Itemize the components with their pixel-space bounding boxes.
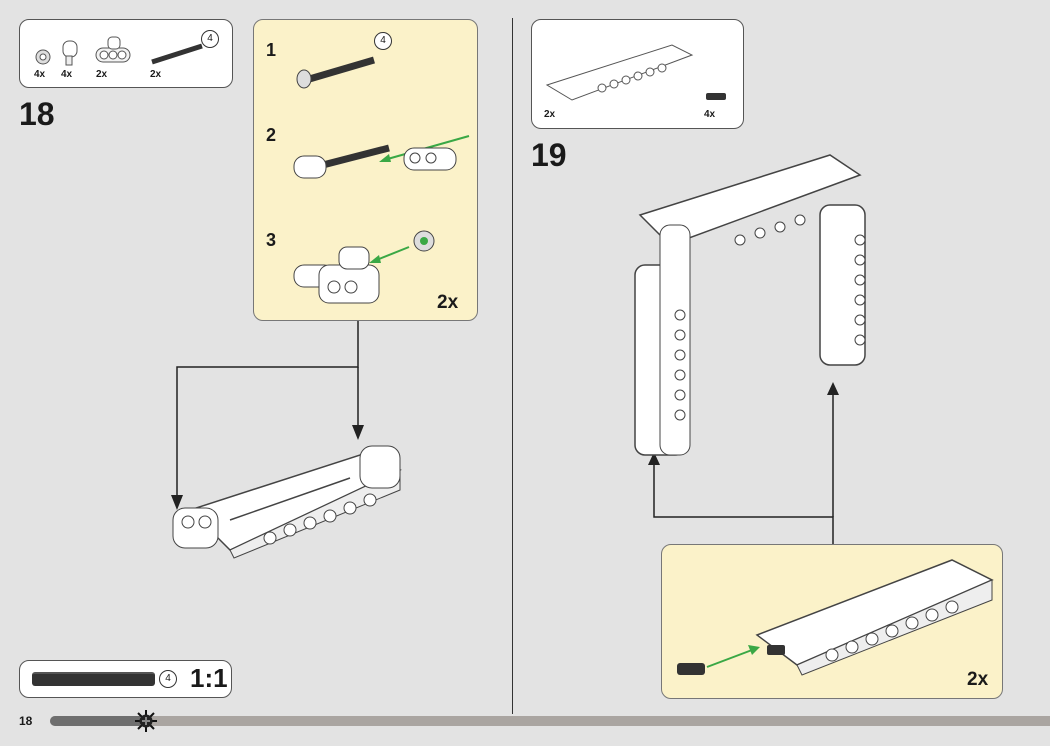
connector-assembly-illustration	[293, 230, 435, 304]
step-18-model-illustration	[172, 445, 402, 559]
step-number-19: 19	[531, 137, 567, 173]
pin-connector-part-icon	[95, 36, 131, 63]
page-number: 18	[19, 714, 33, 728]
parts-list-step-19: 2x 4x	[531, 19, 744, 129]
multiplier-label: 2x	[967, 669, 989, 690]
part-qty: 4x	[61, 69, 73, 80]
step-19-model-illustration	[634, 154, 866, 456]
axle-connector-illustration	[293, 135, 470, 179]
gear-progress-marker-icon	[135, 710, 157, 732]
subassembly-callout-19: 2x	[661, 544, 1003, 699]
progress-bar-fill	[50, 716, 140, 726]
progress-bar	[50, 716, 1050, 726]
substep-number: 1	[266, 40, 277, 60]
subassembly-callout: 1 2 3 4 2x	[253, 19, 478, 321]
scale-label: 1:1	[190, 663, 228, 693]
pin-part-icon	[706, 93, 726, 100]
part-qty: 4x	[704, 109, 716, 120]
scale-box: 4 1:1	[19, 660, 232, 698]
axle-part-icon	[151, 43, 203, 65]
panel-with-pins-illustration	[677, 559, 994, 676]
length-badge: 4	[374, 32, 392, 50]
parts-list-step-18: 4 4x 4x 2x 2x	[19, 19, 233, 88]
length-badge: 4	[159, 670, 177, 688]
angle-connector-part-icon	[62, 40, 78, 66]
axle-1to1-illustration	[32, 672, 155, 686]
part-qty: 2x	[96, 69, 108, 80]
panel-part-icon	[545, 44, 694, 101]
substep-number: 2	[266, 125, 277, 145]
part-qty: 2x	[544, 109, 556, 120]
length-badge: 4	[201, 30, 219, 48]
substep-number: 3	[266, 230, 277, 250]
axle-with-bushing-illustration	[296, 56, 375, 89]
bushing-part-icon	[35, 49, 51, 65]
part-qty: 4x	[34, 69, 46, 80]
part-qty: 2x	[150, 69, 162, 80]
step-number-18: 18	[19, 96, 55, 132]
multiplier-label: 2x	[437, 292, 459, 313]
page-divider	[512, 18, 513, 714]
